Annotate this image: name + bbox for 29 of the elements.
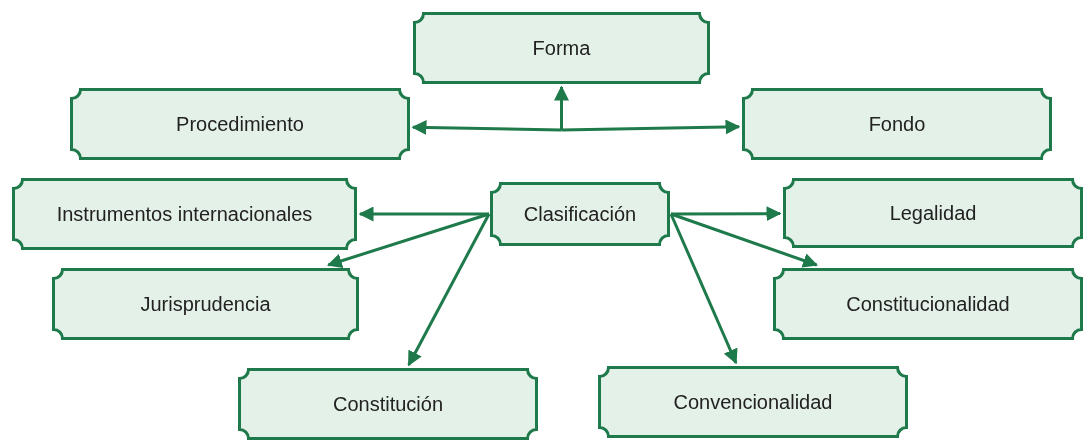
arrow bbox=[554, 85, 569, 130]
rounded-box bbox=[742, 88, 1052, 160]
rounded-box bbox=[773, 268, 1083, 340]
node-label: Constitución bbox=[332, 392, 444, 416]
arrow bbox=[670, 212, 819, 268]
rounded-box bbox=[12, 178, 357, 250]
node-label: Constitucionalidad bbox=[846, 292, 1010, 316]
arrow bbox=[358, 206, 489, 222]
node-label: Forma bbox=[532, 36, 591, 60]
rounded-box bbox=[70, 88, 410, 160]
arrow bbox=[561, 119, 741, 135]
node-label: Legalidad bbox=[889, 201, 977, 225]
node-label: Clasificación bbox=[523, 202, 637, 226]
arrow bbox=[669, 213, 738, 365]
node-label: Procedimiento bbox=[176, 112, 304, 136]
arrow bbox=[411, 120, 562, 135]
node-label: Jurisprudencia bbox=[140, 292, 271, 316]
rounded-box bbox=[783, 178, 1083, 248]
rounded-box bbox=[490, 182, 670, 246]
rounded-box bbox=[413, 12, 710, 84]
rounded-box bbox=[238, 368, 538, 440]
node-label: Convencionalidad bbox=[673, 390, 833, 414]
arrow bbox=[671, 206, 782, 222]
node-label: Fondo bbox=[868, 112, 926, 136]
rounded-box bbox=[598, 366, 908, 438]
arrow bbox=[407, 213, 491, 367]
arrow bbox=[326, 212, 490, 269]
node-label: Instrumentos internacionales bbox=[56, 202, 313, 226]
rounded-box bbox=[52, 268, 359, 340]
